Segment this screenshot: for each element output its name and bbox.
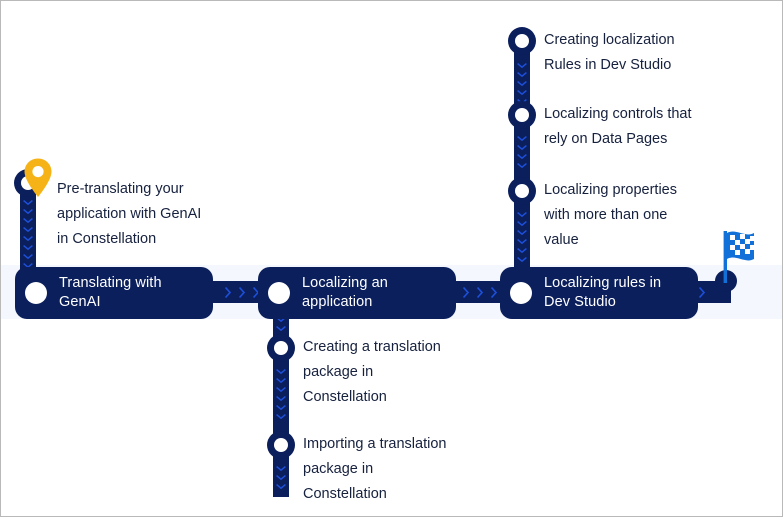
branch-node-importing-translation-package[interactable]	[267, 431, 295, 459]
finish-marker-checkered-flag	[719, 229, 765, 290]
station-localizing-rules-in-dev-studio[interactable]: Localizing rules in Dev Studio	[500, 267, 698, 319]
station-dot-icon	[25, 282, 47, 304]
station-translating-with-genai[interactable]: Translating with GenAI	[15, 267, 213, 319]
branch-node-creating-translation-package[interactable]	[267, 334, 295, 362]
branch-label-localizing-controls-data-pages: Localizing controls that rely on Data Pa…	[544, 106, 692, 147]
station-label: Localizing rules in Dev Studio	[544, 275, 662, 310]
checkered-flag-icon	[723, 231, 754, 283]
branch-node-creating-localization-rules[interactable]	[508, 27, 536, 55]
map-pin-icon	[24, 158, 52, 197]
station-dot-icon	[510, 282, 532, 304]
station-label: Translating with GenAI	[59, 275, 162, 310]
station-localizing-an-application[interactable]: Localizing an application	[258, 267, 456, 319]
start-marker-map-pin	[23, 157, 53, 204]
branch-label-creating-localization-rules: Creating localization Rules in Dev Studi…	[544, 32, 675, 73]
branch-label-importing-translation-package: Importing a translation package in Const…	[303, 436, 447, 502]
branch-label-localizing-properties-multi-value: Localizing properties with more than one…	[544, 182, 677, 248]
branch-label-pre-translating-genai: Pre-translating your application with Ge…	[57, 181, 202, 247]
branch-rail-localizing-an-application	[273, 301, 289, 497]
branch-node-localizing-controls-data-pages[interactable]	[508, 101, 536, 129]
station-dot-icon	[268, 282, 290, 304]
branch-rail-localizing-rules-dev-studio	[514, 31, 530, 283]
station-label: Localizing an application	[302, 275, 388, 310]
branch-label-creating-translation-package: Creating a translation package in Conste…	[303, 339, 441, 405]
branch-node-localizing-properties-multi-value[interactable]	[508, 177, 536, 205]
